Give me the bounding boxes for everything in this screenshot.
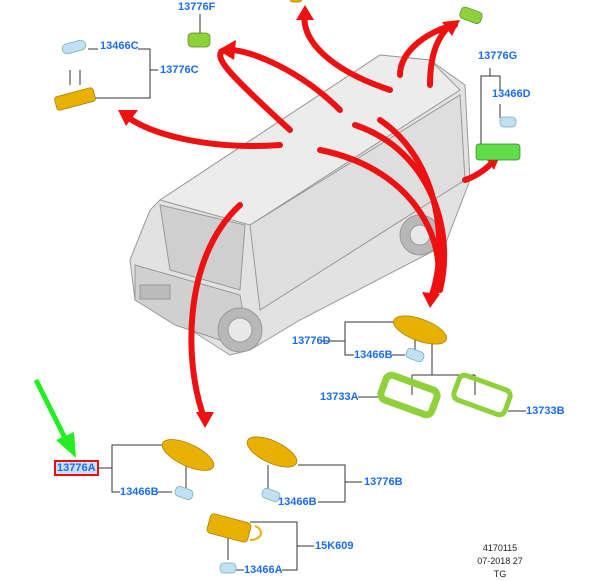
part-label-13466D[interactable]: 13466D	[492, 88, 531, 100]
bulb-13466A	[219, 562, 237, 574]
part-label-13466B[interactable]: 13466B	[354, 349, 393, 361]
part-label-13733A[interactable]: 13733A	[320, 391, 359, 403]
lamp-15K609	[206, 513, 252, 543]
part-label-13776C[interactable]: 13776C	[160, 64, 199, 76]
arrow-to-top-lamp	[301, 9, 393, 93]
part-label-15K609[interactable]: 15K609	[315, 540, 354, 552]
bulb-13466B-left	[174, 486, 194, 500]
van-illustration	[129, 54, 471, 356]
part-label-13466B[interactable]: 13466B	[120, 486, 159, 498]
part-label-13776D[interactable]: 13776D	[292, 335, 331, 347]
lamp-13776A	[161, 439, 215, 471]
lamp-13776D	[393, 315, 447, 345]
bezel-13733B	[451, 372, 513, 418]
bulb-13466B-mid	[261, 488, 281, 502]
part-label-13466B[interactable]: 13466B	[278, 496, 317, 508]
part-label-13733B[interactable]: 13733B	[526, 405, 565, 417]
diagram-number: 4170115	[482, 543, 518, 553]
lamp-13776F	[187, 32, 211, 48]
arrow-to-13776C	[122, 112, 283, 149]
bulb-13466B-top	[405, 348, 425, 362]
lamp-13776G	[475, 143, 521, 161]
bezel-13733A	[377, 371, 441, 419]
diagram-date-code: 07-2018 27	[477, 556, 523, 566]
lamp-13776C	[54, 87, 96, 111]
diagram-region: TG	[493, 569, 507, 579]
part-label-13466A[interactable]: 13466A	[244, 564, 283, 576]
part-label-13776A-selected[interactable]: 13776A	[54, 460, 99, 476]
part-label-13776G[interactable]: 13776G	[478, 50, 518, 62]
bulb-13466D	[499, 116, 517, 128]
arrow-to-13776F	[217, 47, 293, 133]
part-label-13776B[interactable]: 13776B	[364, 476, 403, 488]
leader-lines	[69, 14, 526, 571]
part-label-13466C[interactable]: 13466C	[100, 40, 139, 52]
green-pointer-arrow	[33, 378, 76, 458]
part-label-13776F[interactable]: 13776F	[178, 1, 216, 13]
bulb-13466C	[61, 39, 87, 55]
arrow-to-13776A	[188, 202, 243, 423]
part-graphics	[54, 0, 521, 574]
arrow-heads	[118, 5, 500, 428]
lamp-13776B	[246, 436, 298, 468]
